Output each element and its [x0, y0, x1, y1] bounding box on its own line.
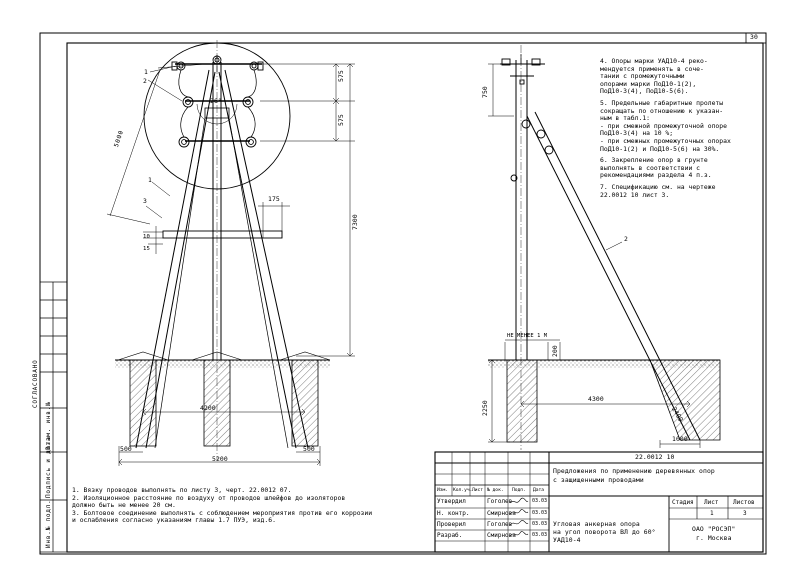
dim-175: 175 [268, 195, 280, 203]
left-side-strip [39, 281, 68, 553]
stage-label: Стадия [672, 499, 694, 506]
date-checked: 03.03 [532, 521, 548, 527]
col-header-change: Изм. [437, 488, 449, 493]
dim-7300: 7300 [351, 214, 359, 230]
col-header-count: Кол.уч. [453, 488, 473, 493]
dim-4200: 4200 [200, 404, 216, 412]
note-line: ПоД10-3(4), ПоД10-5(6). [600, 87, 689, 96]
dim-575-top: 575 [337, 70, 345, 82]
date-norm-control: 03.03 [532, 510, 548, 516]
role-norm-control: Н. контр. [437, 510, 470, 517]
dim-575-bottom: 575 [337, 114, 345, 126]
note-line: 22.0012 10 лист 3. [600, 190, 670, 199]
note-line: - при смежных промежуточных опорах [600, 136, 731, 145]
note-line: ПоД10-1(2) и ПоД10-5(6) на 30%. [600, 144, 720, 153]
note-line: 5. Предельные габаритные пролеты [600, 98, 724, 107]
drawing-title-line-1: Угловая анкерная опора [553, 520, 640, 528]
dim-750: 750 [481, 86, 489, 98]
callout-2-right: 2 [624, 235, 628, 243]
note-line: ПоД10-3(4) на 10 %; [600, 129, 674, 138]
note-line: 7. Спецификацию см. на чертеже [600, 182, 716, 191]
doc-code: 22.0012 10 [635, 453, 675, 461]
callout-3: 3 [143, 197, 147, 205]
dim-5200: 5200 [212, 455, 228, 463]
note-line: выполнять в соответствии с [600, 163, 701, 172]
sheet-number-box [745, 32, 767, 44]
name-approved: Гоголев [487, 498, 513, 505]
sheet-value: 1 [710, 510, 714, 517]
dim-15: 15 [143, 246, 150, 252]
sheet-label: Лист [704, 499, 719, 506]
project-title-line-1: Предложения по применению деревянных опо… [553, 467, 715, 475]
col-header-doc: № док. [487, 488, 504, 493]
agreed-label: СОГЛАСОВАНО [32, 359, 39, 408]
note-line: мендуется применять в соче- [600, 64, 704, 73]
dim-500-left: 500 [120, 445, 132, 453]
col-header-date: Дата [533, 488, 545, 493]
col-header-sign: Подп. [512, 488, 526, 493]
sheets-label: Листов [733, 499, 755, 506]
project-title-line-2: с защищенными проводами [553, 476, 644, 484]
org-city: г. Москва [696, 534, 732, 542]
note-line: должно быть не менее 20 см. [72, 501, 176, 510]
note-line: и ослабления согласно указаниям главы 1.… [72, 516, 276, 525]
dim-2250: 2250 [481, 400, 489, 416]
level-label: НЕ МЕНЕЕ 1 М [507, 333, 548, 339]
note-line: 2. Изоляционное расстояние по воздуху от… [72, 493, 346, 502]
role-developed: Разраб. [437, 532, 463, 539]
notes-right: 4. Опоры марки УАД10-4 реко- мендуется п… [600, 57, 731, 199]
dim-200: 200 [551, 345, 559, 357]
right-pole-side-view-drawing [488, 45, 721, 450]
sheets-value: 3 [743, 510, 747, 517]
name-developed: Смирнова [487, 532, 516, 539]
date-developed: 03.03 [532, 532, 548, 538]
note-line: 6. Закрепление опор в грунте [600, 156, 708, 165]
note-line: рекомендациями раздела 4 п.з. [600, 171, 712, 180]
name-norm-control: Смирнова [487, 510, 516, 517]
drawing-title-line-3: УАД10-4 [553, 536, 581, 544]
note-line: 1. Вязку проводов выполнять по листу 3, … [72, 486, 292, 494]
callout-1-mid: 1 [148, 176, 152, 184]
callout-2-top: 2 [143, 77, 147, 85]
title-block [434, 451, 764, 553]
signatures [509, 497, 529, 537]
notes-bottom: 1. Вязку проводов выполнять по листу 3, … [72, 486, 373, 525]
role-approved: Утвердил [437, 498, 466, 505]
note-line: тании с промежуточными [600, 72, 685, 81]
dim-4300: 4300 [588, 395, 604, 403]
note-line: ным в табл.1: [600, 114, 651, 123]
left-pole-assembly-drawing [106, 40, 355, 466]
angle-26: 26° [210, 97, 222, 105]
role-checked: Проверил [437, 521, 466, 528]
note-line: 4. Опоры марки УАД10-4 реко- [600, 57, 708, 65]
dim-10: 10 [143, 234, 150, 240]
note-line: сокращать по отношению к указан- [600, 106, 724, 115]
dim-1000: 1000 [672, 435, 688, 443]
drawing-title-line-2: на угол поворота ВЛ до 60° [553, 528, 656, 536]
col-header-sheet: Лист [472, 488, 484, 493]
date-approved: 03.03 [532, 498, 548, 504]
name-checked: Гоголев [487, 521, 513, 528]
inventory-original-label: Инв.№ подл. [45, 499, 52, 548]
replacement-inventory-label: Взам. инв.№ [45, 401, 52, 450]
note-line: опорами марки ПоД10-1(2), [600, 79, 697, 88]
dim-500-right: 500 [303, 445, 315, 453]
callout-1-top: 1 [144, 68, 148, 76]
note-line: - при смежной промежуточной опоре [600, 121, 727, 130]
sheet-number: 30 [750, 33, 758, 41]
org-name: ОАО "РОСЭП" [692, 525, 736, 533]
note-line: 3. Болтовое соединение выполнять с соблю… [72, 508, 373, 517]
